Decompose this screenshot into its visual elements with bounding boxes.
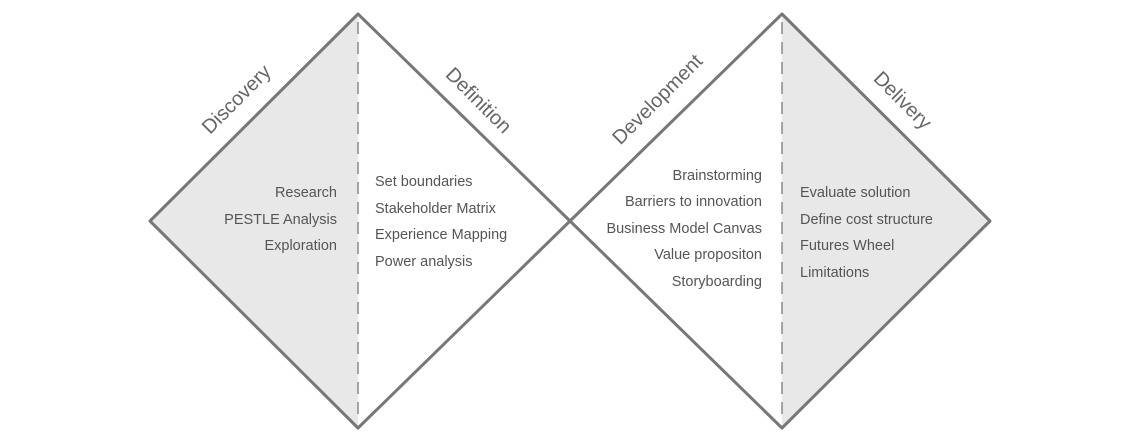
development-item: Value propositon [654, 247, 762, 263]
discovery-items: Research PESTLE Analysis Exploration [224, 185, 337, 254]
development-item: Barriers to innovation [625, 194, 762, 210]
discovery-item: Research [275, 185, 337, 201]
definition-item: Experience Mapping [375, 227, 507, 243]
development-items: Brainstorming Barriers to innovation Bus… [606, 168, 762, 290]
diamond-2-outline [568, 12, 992, 430]
delivery-shaded-half [782, 14, 990, 428]
discovery-shaded-half [150, 14, 358, 428]
discovery-item: Exploration [264, 238, 337, 254]
definition-item: Stakeholder Matrix [375, 201, 497, 217]
definition-items: Set boundaries Stakeholder Matrix Experi… [375, 174, 507, 270]
development-item: Storyboarding [672, 274, 762, 290]
delivery-items: Evaluate solution Define cost structure … [800, 185, 933, 281]
development-item: Brainstorming [673, 168, 762, 184]
definition-item: Set boundaries [375, 174, 473, 190]
development-item: Business Model Canvas [606, 221, 762, 237]
diamond-1-outline [148, 12, 572, 430]
delivery-item: Evaluate solution [800, 185, 910, 201]
delivery-item: Futures Wheel [800, 238, 894, 254]
definition-item: Power analysis [375, 254, 473, 270]
discovery-item: PESTLE Analysis [224, 212, 337, 228]
delivery-item: Limitations [800, 265, 869, 281]
delivery-item: Define cost structure [800, 212, 933, 228]
phase-title-definition: Definition [441, 63, 516, 138]
